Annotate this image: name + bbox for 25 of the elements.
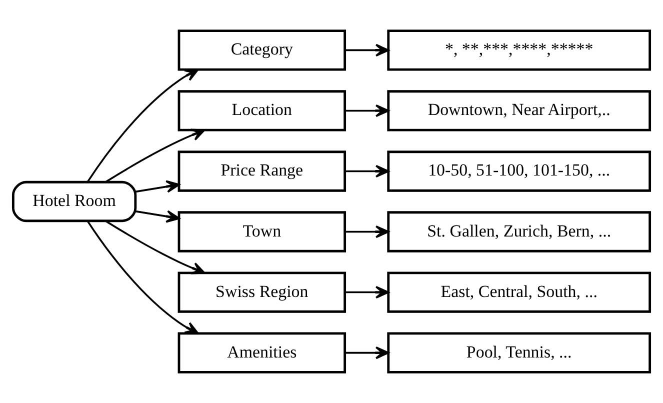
node-box: Amenities (178, 332, 346, 374)
arrow (345, 346, 390, 360)
node-box: Hotel Room (12, 180, 137, 222)
arrow (345, 104, 390, 118)
node-box: Swiss Region (178, 272, 346, 313)
node-box: East, Central, South, ... (387, 272, 652, 313)
arrow (86, 220, 199, 334)
node-box: St. Gallen, Zurich, Bern, ... (387, 211, 652, 252)
node-box: Location (178, 90, 346, 132)
arrow (345, 225, 390, 238)
arrow (135, 210, 180, 223)
arrow (135, 180, 180, 193)
arrow (345, 286, 390, 299)
node-box: Pool, Tennis, ... (387, 332, 652, 374)
node-box: 10-50, 51-100, 101-150, ... (387, 150, 652, 192)
node-box: *, **,***,****,***** (387, 30, 652, 71)
node-box: Category (178, 30, 346, 71)
arrow (345, 164, 390, 178)
arrow (86, 68, 199, 183)
node-box: Downtown, Near Airport,.. (387, 90, 652, 132)
arrow (105, 128, 206, 183)
arrow (105, 220, 206, 274)
node-box: Town (178, 211, 346, 252)
node-box: Price Range (178, 150, 346, 192)
arrow (345, 44, 390, 57)
